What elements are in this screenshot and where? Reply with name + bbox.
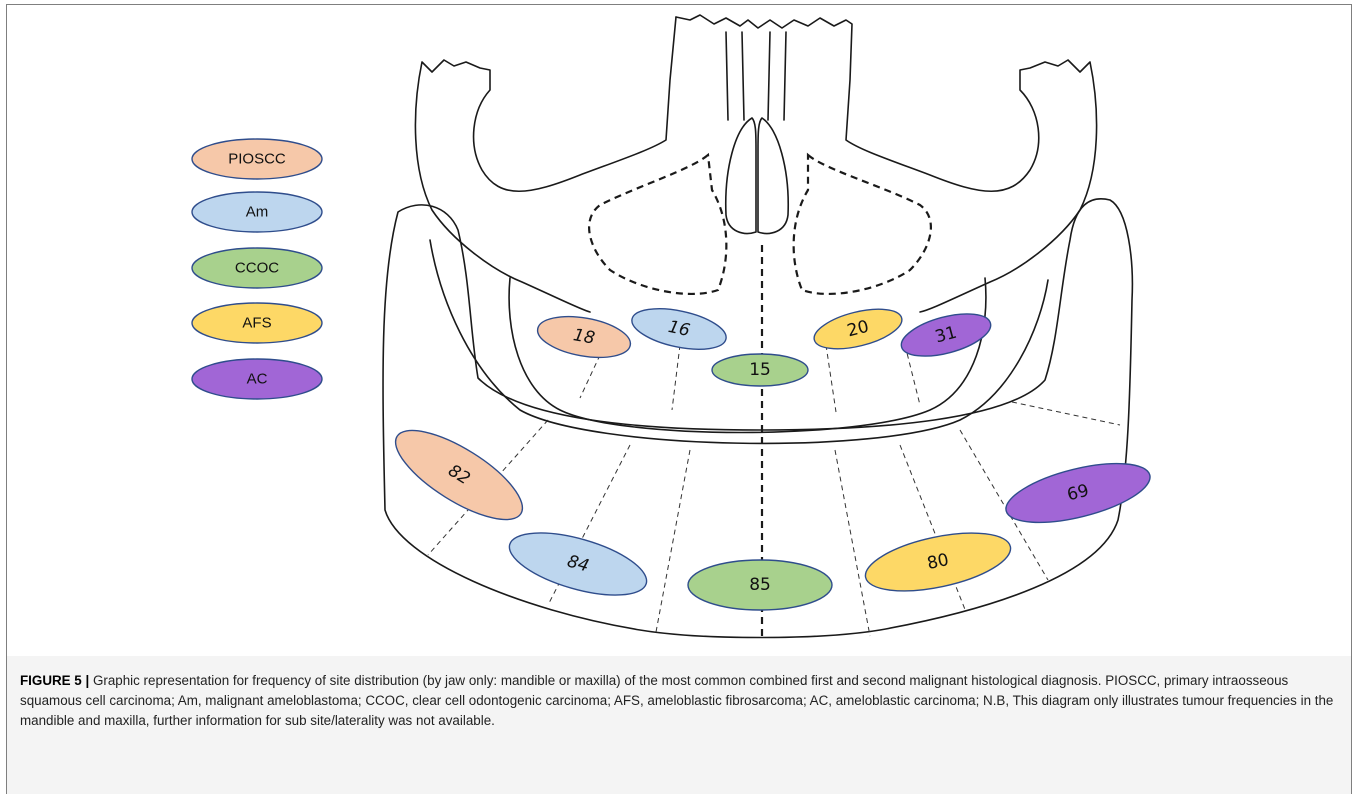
- legend: PIOSCC Am CCOC AFS AC: [192, 139, 322, 399]
- left-sinus: [589, 155, 726, 294]
- legend-label-ac: AC: [247, 371, 268, 388]
- figure-caption: FIGURE 5 | Graphic representation for fr…: [20, 671, 1338, 731]
- jaw-diagram: PIOSCC Am CCOC AFS AC 18 16 15 20 31: [0, 0, 1358, 660]
- caption-text: Graphic representation for frequency of …: [20, 673, 1333, 728]
- right-sinus: [794, 155, 931, 294]
- maxilla-pioscc-value: 18: [572, 325, 597, 348]
- legend-label-pioscc: PIOSCC: [228, 151, 286, 168]
- figure-label: FIGURE 5 |: [20, 673, 89, 688]
- maxilla-frequencies: 18 16 15 20 31: [534, 301, 995, 386]
- maxilla-outline: [415, 15, 1096, 312]
- maxilla-ccoc-value: 15: [749, 360, 771, 380]
- legend-label-afs: AFS: [242, 315, 271, 332]
- mandible-ccoc-value: 85: [749, 575, 771, 595]
- legend-label-ccoc: CCOC: [235, 260, 279, 277]
- legend-label-am: Am: [246, 204, 269, 221]
